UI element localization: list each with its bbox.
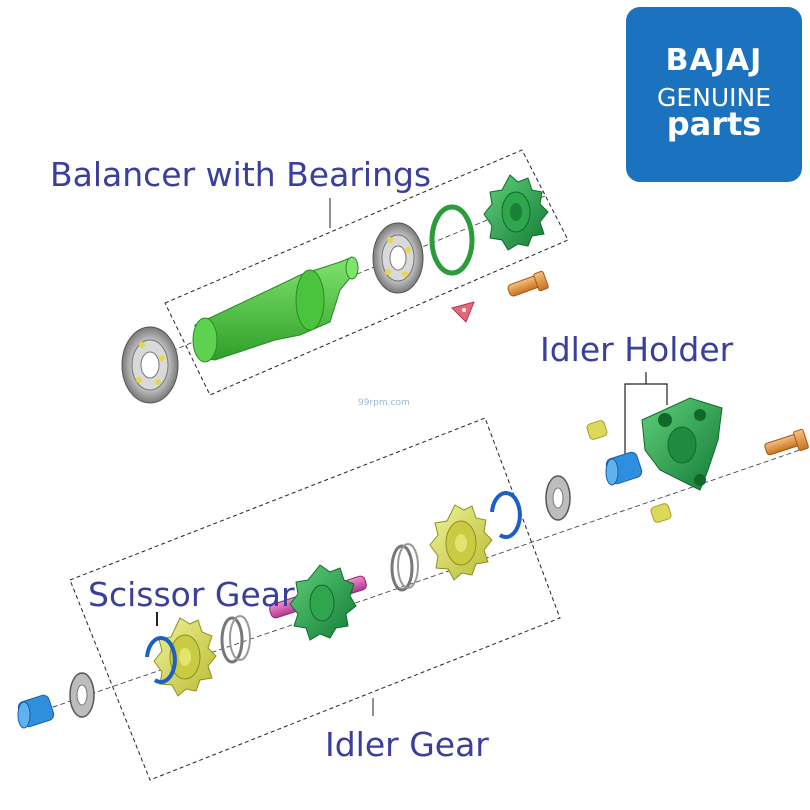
balancer-shaft — [192, 256, 359, 363]
ball-bearing-left — [121, 326, 179, 404]
idler-gear-label: Idler Gear — [325, 725, 489, 764]
circlip-left — [145, 636, 177, 684]
scissor-yellow-gear — [153, 617, 217, 697]
idler-needle-bearing-left — [17, 694, 55, 729]
balancer-group-outline — [164, 149, 569, 396]
idler-green-gear — [289, 564, 357, 641]
idler-holder-bracket-part — [641, 397, 723, 491]
ball-bearing-right — [372, 222, 424, 294]
balancer-with-bearings-label: Balancer with Bearings — [50, 155, 432, 194]
bajaj-genuine-parts-logo: BAJAJ GENUINE parts — [626, 7, 802, 182]
circlip-right — [490, 491, 522, 539]
balancer-driven-gear — [483, 174, 549, 251]
thrust-washer-right — [545, 475, 571, 521]
idler-holder-label: Idler Holder — [540, 330, 734, 369]
balancer-axis — [149, 195, 546, 361]
watermark-text: 99rpm.com — [358, 398, 410, 408]
idler-yellow-gear-right — [429, 504, 493, 581]
green-shim-ring — [429, 204, 475, 276]
scissor-gear-label: Scissor Gear — [88, 575, 295, 614]
idler-holder-bolt — [764, 428, 809, 456]
logo-genuine-text: GENUINE — [656, 83, 772, 112]
thrust-washer-left — [69, 672, 95, 718]
idler-gear-group-outline — [69, 417, 561, 781]
dowel-pin-top — [586, 420, 608, 440]
spring-washer-left — [220, 615, 251, 664]
logo-brand-text: BAJAJ — [665, 43, 763, 78]
woodruff-key — [451, 301, 475, 323]
idler-needle-bearing-right — [605, 451, 643, 486]
spring-washer-right — [390, 543, 419, 592]
balancer-pin-bolt — [507, 270, 549, 297]
logo-parts-text: parts — [666, 105, 762, 143]
dowel-pin-bottom — [650, 503, 672, 523]
